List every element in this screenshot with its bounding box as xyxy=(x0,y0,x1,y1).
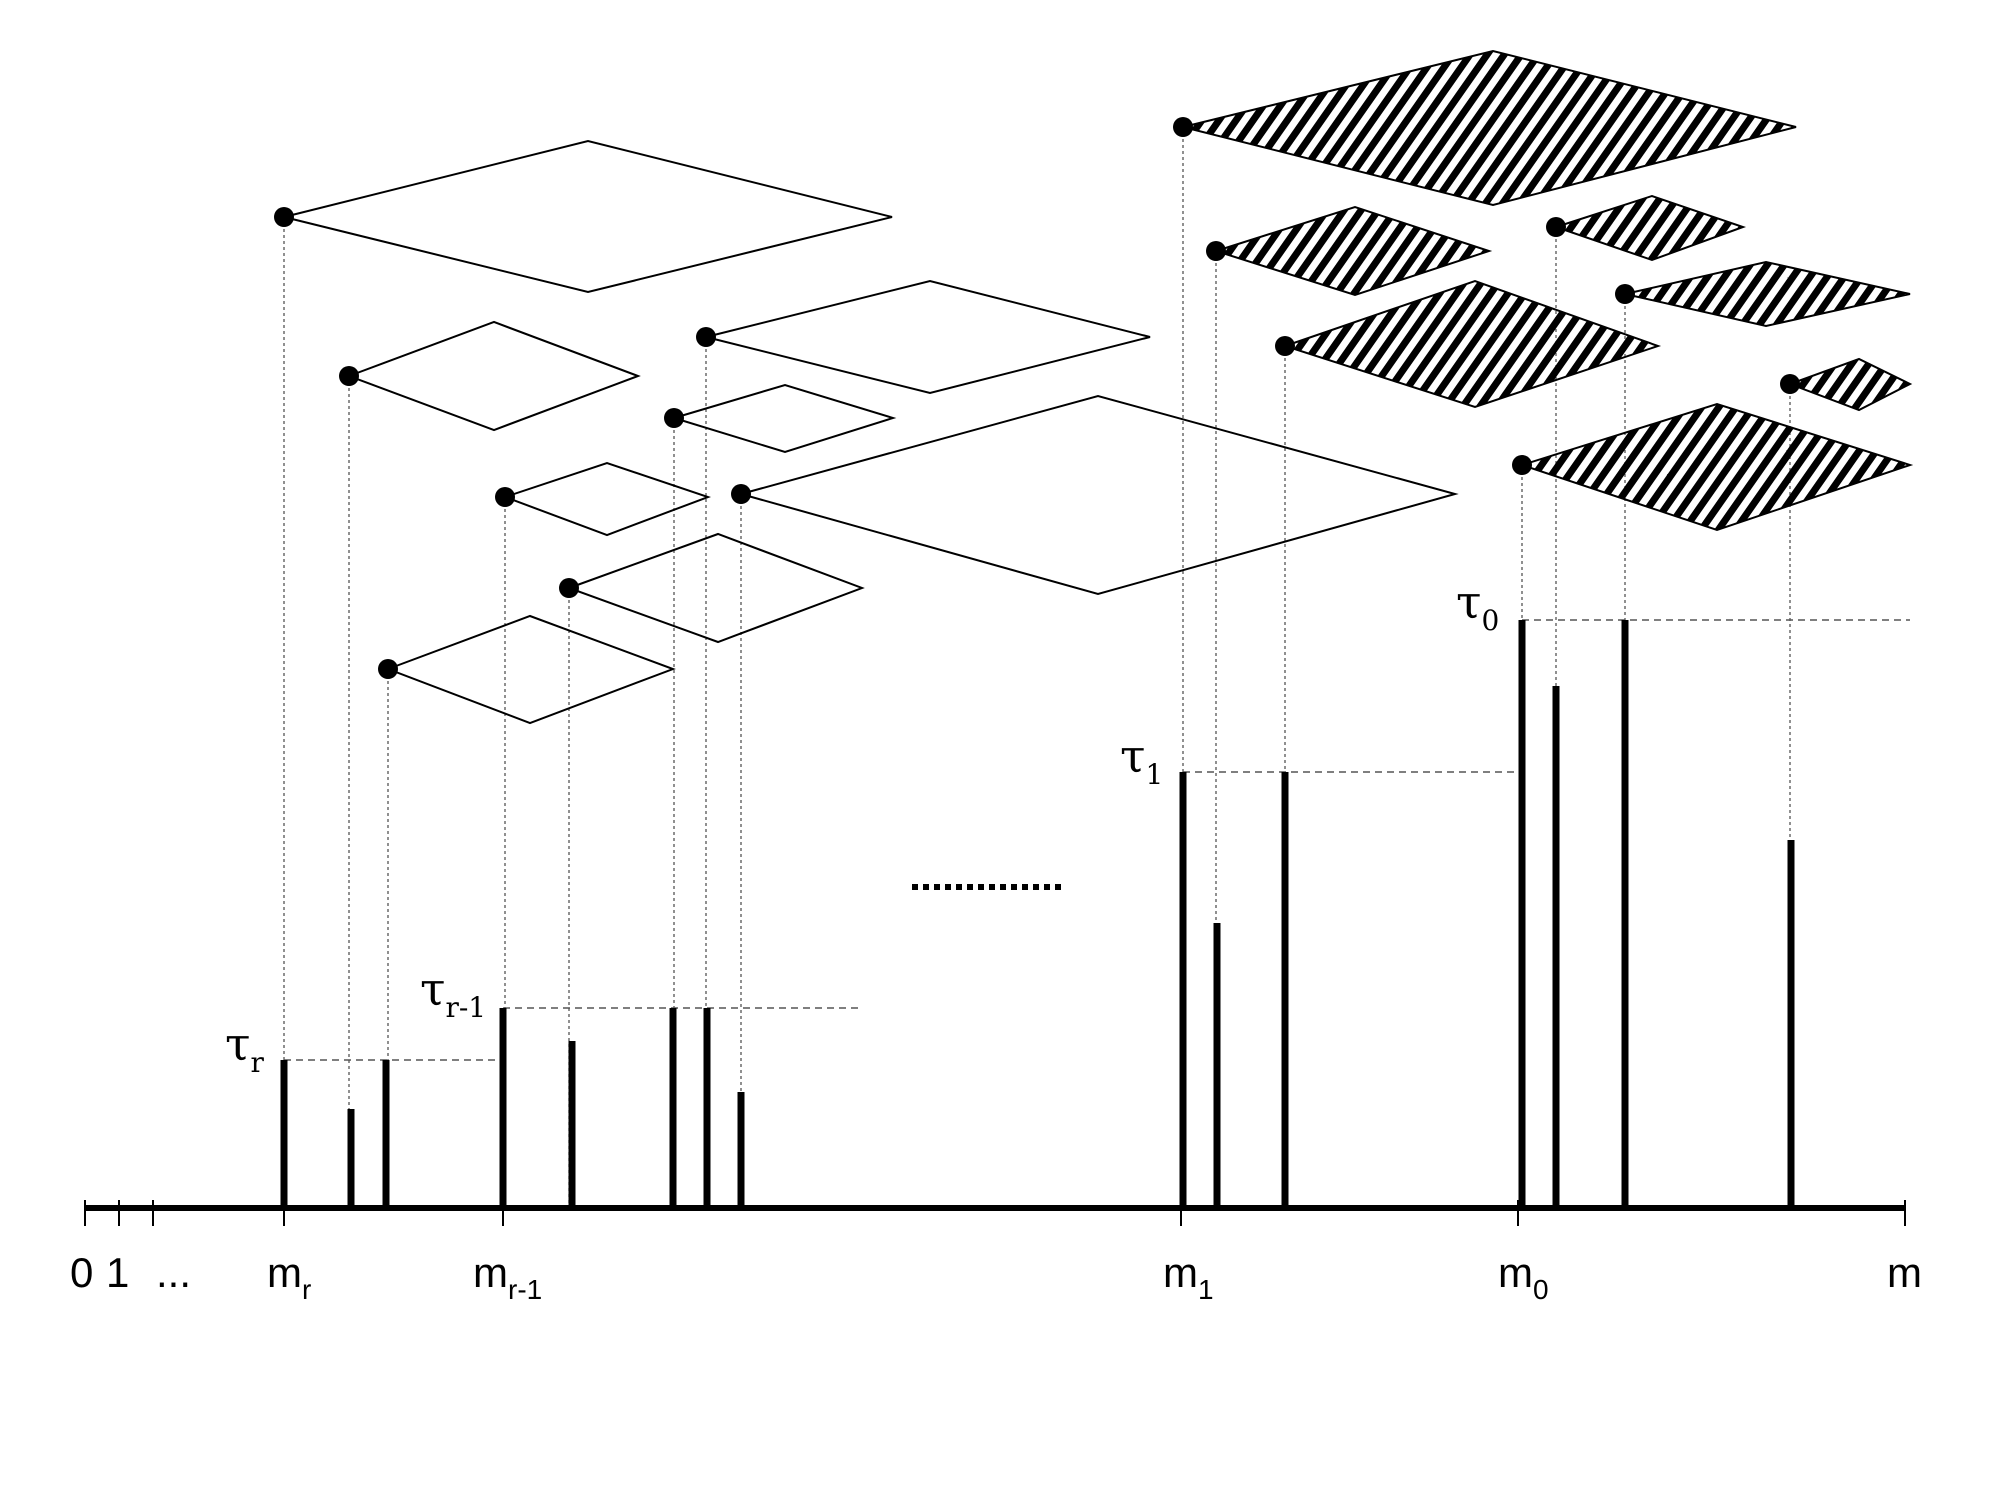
domain-dot xyxy=(1615,284,1635,304)
rhombus-group xyxy=(274,49,1914,725)
domain-dot xyxy=(731,484,751,504)
domain-dot xyxy=(696,327,716,347)
domain-rhombus xyxy=(737,394,1459,596)
domain-rhombus xyxy=(385,614,676,725)
domain-rhombus xyxy=(283,139,893,294)
tau-0-label: τ0 xyxy=(1456,575,1499,637)
domain-rhombus xyxy=(566,532,865,644)
domain-rhombus xyxy=(670,383,897,454)
domain-dot xyxy=(378,659,398,679)
axis-label-0: 0 xyxy=(70,1249,93,1296)
tau-1-label: τ1 xyxy=(1120,729,1163,791)
hatched-domain-rhombus xyxy=(1518,402,1914,532)
domain-dot xyxy=(664,408,684,428)
hatched-domain-rhombus xyxy=(1182,49,1797,207)
hatched-domain-rhombus xyxy=(1624,260,1911,328)
domain-dot xyxy=(1780,374,1800,394)
hatched-domain-rhombus xyxy=(1787,357,1913,412)
domain-rhombus xyxy=(346,320,641,432)
tau-r-minus-1-label: τr-1 xyxy=(420,962,486,1024)
domain-dot xyxy=(1275,336,1295,356)
domain-dot xyxy=(495,487,515,507)
domain-dot xyxy=(1512,455,1532,475)
domain-rhombus xyxy=(705,279,1151,395)
axis-labels: 0 1 ... mr mr-1 m1 m0 m xyxy=(70,1249,1922,1305)
domain-dot xyxy=(1173,117,1193,137)
threshold-labels: τr τr-1 τ1 τ0 xyxy=(225,575,1499,1079)
axis-label-ellipsis: ... xyxy=(156,1249,191,1296)
domain-dot xyxy=(1206,241,1226,261)
domain-dot xyxy=(274,207,294,227)
tau-r-label: τr xyxy=(225,1017,264,1079)
axis-label-m-1: m1 xyxy=(1163,1249,1214,1305)
hatched-domain-rhombus xyxy=(1281,279,1662,409)
spike-group xyxy=(280,620,1795,1208)
hatched-domain-rhombus xyxy=(1212,205,1493,297)
hatched-domain-rhombus xyxy=(1552,194,1747,262)
axis-label-1: 1 xyxy=(106,1249,129,1296)
domain-dot xyxy=(1546,217,1566,237)
domain-dot xyxy=(559,578,579,598)
axis-label-m-r-minus-1: mr-1 xyxy=(473,1249,542,1305)
axis-label-m-0: m0 xyxy=(1498,1249,1549,1305)
horizontal-axis xyxy=(84,1200,1906,1226)
domain-rhombus xyxy=(501,461,711,537)
domain-dot xyxy=(339,366,359,386)
axis-label-m-r: mr xyxy=(267,1249,311,1305)
axis-label-m: m xyxy=(1887,1249,1922,1296)
